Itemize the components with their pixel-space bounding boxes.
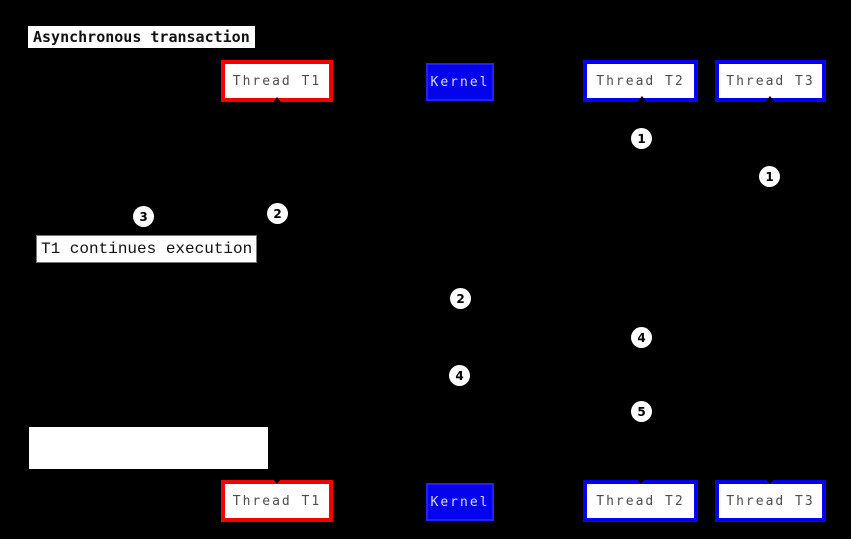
actor-thread-t1-top: Thread T1 xyxy=(221,60,333,102)
actor-thread-t2-top: Thread T2 xyxy=(583,60,698,102)
arrowhead-down-icon xyxy=(636,478,646,484)
step-marker: 5 xyxy=(631,401,652,422)
step-marker: 2 xyxy=(450,288,471,309)
actor-kernel-top: Kernel xyxy=(426,63,494,101)
arrowhead-up-icon xyxy=(270,97,284,106)
actor-thread-t3-bottom: Thread T3 xyxy=(715,480,826,522)
arrowhead-down-icon xyxy=(765,478,775,484)
actor-label: Thread T3 xyxy=(726,73,815,89)
arrowhead-down-icon xyxy=(270,475,284,484)
step-marker: 1 xyxy=(631,128,652,149)
step-marker: 1 xyxy=(759,166,780,187)
actor-label: Thread T2 xyxy=(596,493,685,509)
step-marker: 4 xyxy=(631,327,652,348)
step-marker: 3 xyxy=(133,206,154,227)
actor-thread-t2-bottom: Thread T2 xyxy=(583,480,698,522)
note-blank xyxy=(29,427,268,469)
actor-label: Thread T2 xyxy=(596,73,685,89)
actor-label: Thread T1 xyxy=(232,73,322,89)
actor-label: Kernel xyxy=(430,74,490,90)
diagram-title: Asynchronous transaction xyxy=(28,26,255,48)
actor-label: Thread T3 xyxy=(726,493,815,509)
note-t1-continues: T1 continues execution xyxy=(36,235,257,263)
step-marker: 2 xyxy=(267,203,288,224)
actor-label: Thread T1 xyxy=(232,493,322,509)
arrowhead-up-icon xyxy=(765,96,775,102)
actor-kernel-bottom: Kernel xyxy=(426,483,494,521)
step-marker: 4 xyxy=(449,365,470,386)
arrowhead-up-icon xyxy=(637,96,647,102)
actor-label: Kernel xyxy=(430,494,490,510)
actor-thread-t1-bottom: Thread T1 xyxy=(221,480,333,522)
